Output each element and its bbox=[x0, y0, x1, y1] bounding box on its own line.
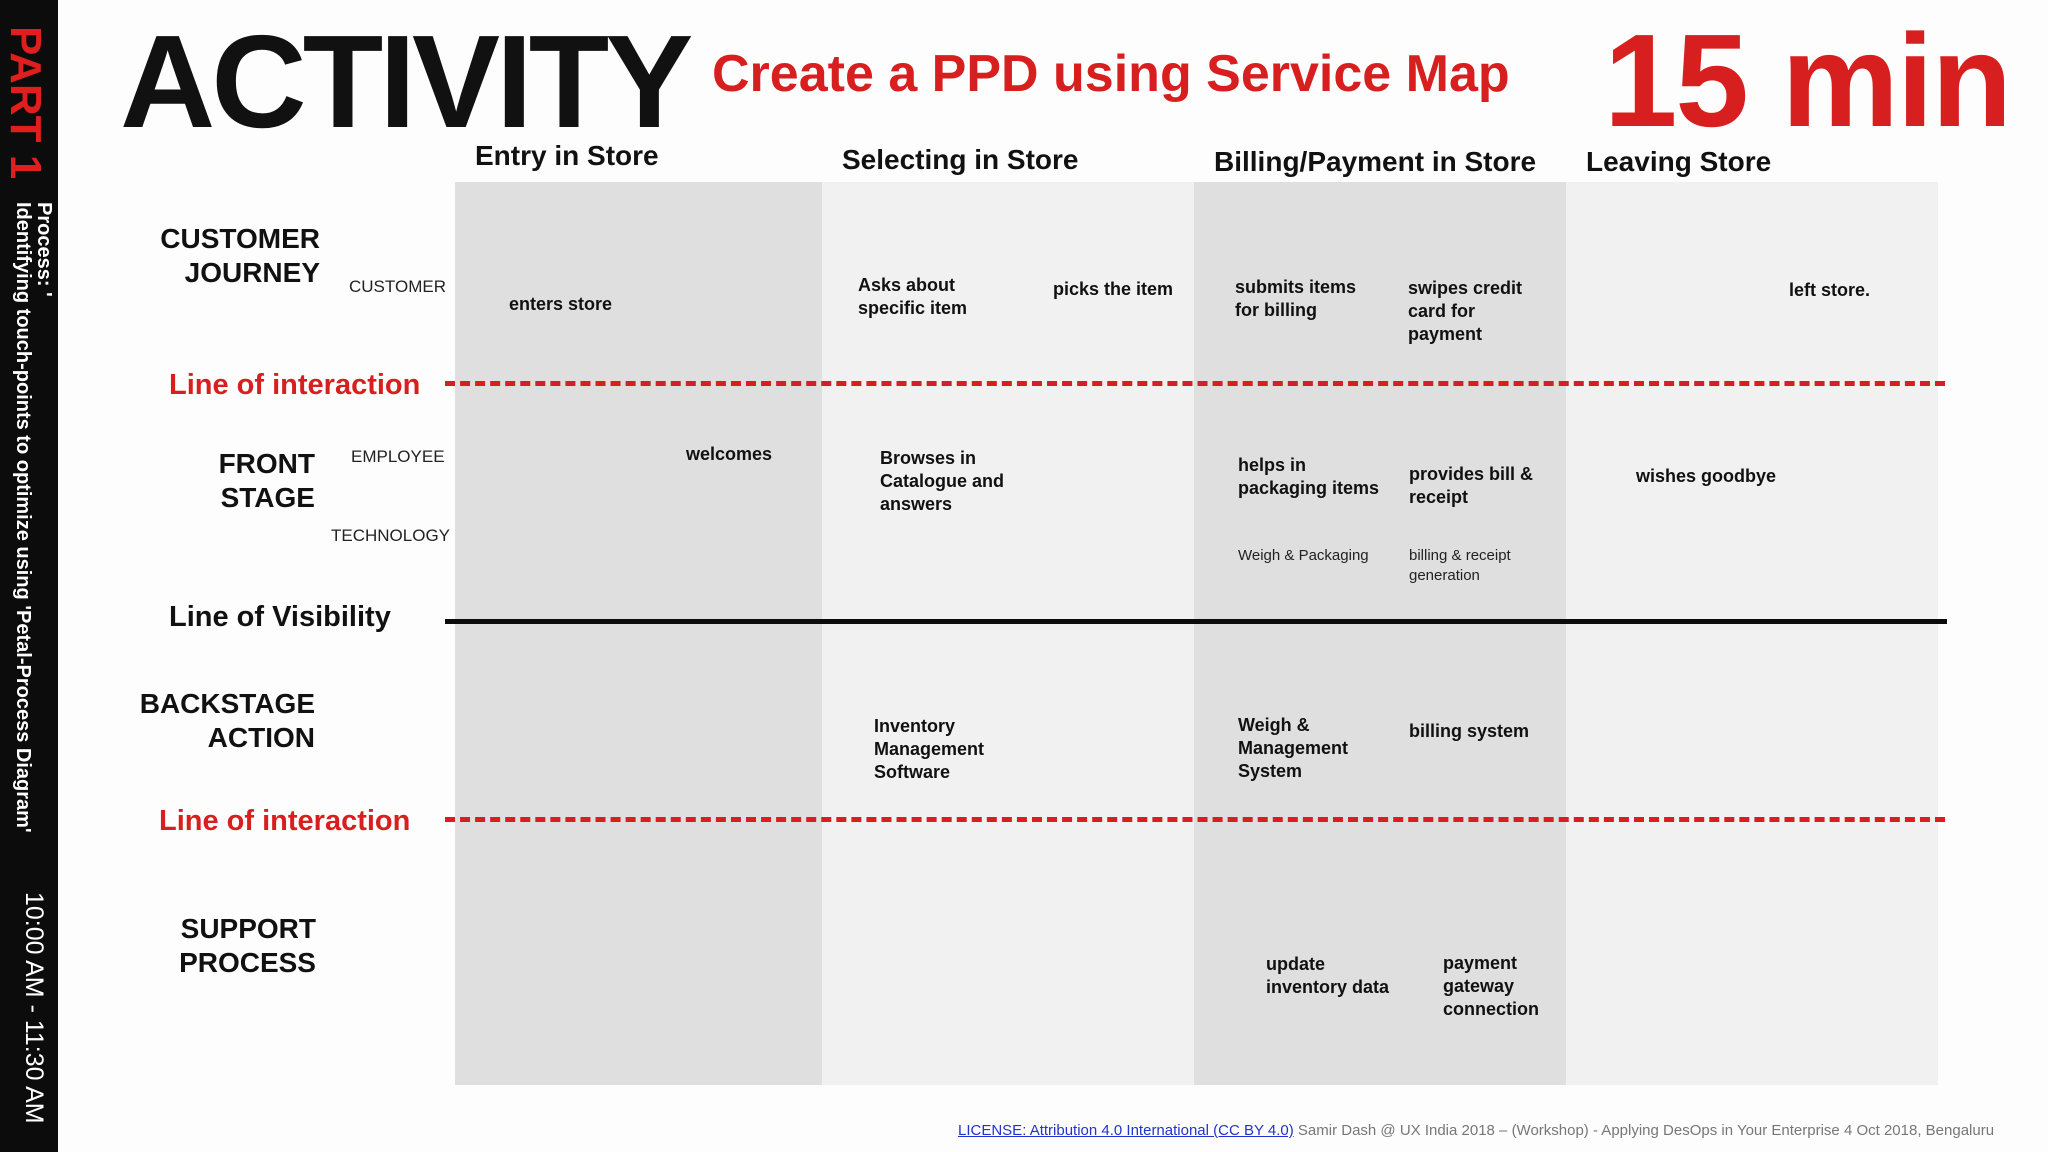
part-label: PART 1 bbox=[1, 26, 50, 180]
license-link[interactable]: LICENSE: Attribution 4.0 International (… bbox=[958, 1122, 1294, 1139]
column-billing-bg bbox=[1194, 182, 1566, 1085]
column-selecting-bg bbox=[822, 182, 1194, 1085]
cell-submits-items: submits items for billing bbox=[1235, 277, 1357, 320]
cell-asks-item: Asks about specific item bbox=[858, 275, 968, 318]
cell-billing-receipt-generation: billing & receipt generation bbox=[1409, 547, 1511, 584]
column-entry-bg bbox=[455, 182, 822, 1085]
row-label-support-process: SUPPORT PROCESS bbox=[179, 913, 316, 978]
cell-weigh-management: Weigh & Management System bbox=[1238, 715, 1349, 781]
cell-swipes-card: swipes credit card for payment bbox=[1408, 278, 1523, 344]
process-label: Process: ' Identifying touch-points to o… bbox=[12, 202, 55, 833]
cell-helps-packaging: helps in packaging items bbox=[1238, 455, 1380, 498]
cell-payment-gateway: payment gateway connection bbox=[1443, 953, 1540, 1019]
line-of-interaction-bottom bbox=[445, 817, 1945, 822]
row-label-customer-journey: CUSTOMER JOURNEY bbox=[160, 223, 320, 288]
cell-weigh-packaging: Weigh & Packaging bbox=[1238, 547, 1369, 564]
cell-picks-item: picks the item bbox=[1053, 279, 1174, 299]
column-leaving-bg bbox=[1566, 182, 1938, 1085]
activity-subtitle: Create a PPD using Service Map bbox=[712, 45, 1510, 103]
cell-billing-system: billing system bbox=[1409, 721, 1530, 741]
actor-technology: TECHNOLOGY bbox=[331, 526, 451, 545]
footer: LICENSE: Attribution 4.0 International (… bbox=[958, 1122, 1994, 1139]
line-of-visibility bbox=[445, 619, 1947, 624]
cell-update-inventory: update inventory data bbox=[1266, 954, 1390, 997]
sidebar-strip bbox=[0, 0, 58, 1152]
line-of-interaction-top-label: Line of interaction bbox=[169, 369, 421, 401]
cell-wishes-goodbye: wishes goodbye bbox=[1636, 466, 1777, 486]
actor-customer: CUSTOMER bbox=[349, 277, 446, 296]
process-label-line1: Process: ' bbox=[33, 202, 55, 297]
cell-left-store: left store. bbox=[1789, 280, 1871, 300]
line-of-interaction-top bbox=[445, 381, 1945, 386]
time-label: 10:00 AM - 11:30 AM bbox=[20, 892, 48, 1124]
activity-duration: 15 min bbox=[1604, 7, 2012, 154]
process-label-line2: Identifying touch-points to optimize usi… bbox=[12, 202, 34, 833]
row-label-backstage-action: BACKSTAGE ACTION bbox=[139, 688, 315, 753]
column-header-leaving: Leaving Store bbox=[1586, 146, 1772, 177]
column-header-entry: Entry in Store bbox=[475, 140, 659, 171]
cell-inventory-software: Inventory Management Software bbox=[874, 716, 985, 782]
cell-provides-bill: provides bill & receipt bbox=[1409, 464, 1534, 507]
line-of-visibility-label: Line of Visibility bbox=[169, 601, 391, 633]
cell-enters-store: enters store bbox=[509, 294, 613, 314]
line-of-interaction-bottom-label: Line of interaction bbox=[159, 805, 411, 837]
cell-browses: Browses in Catalogue and answers bbox=[880, 448, 1005, 514]
footer-credit: Samir Dash @ UX India 2018 – (Workshop) … bbox=[1293, 1122, 1995, 1139]
actor-employee: EMPLOYEE bbox=[351, 447, 445, 466]
activity-title: ACTIVITY bbox=[120, 8, 693, 155]
row-label-front-stage: FRONT STAGE bbox=[218, 448, 315, 513]
column-header-billing: Billing/Payment in Store bbox=[1214, 146, 1537, 177]
cell-welcomes: welcomes bbox=[686, 444, 773, 464]
column-header-selecting: Selecting in Store bbox=[842, 144, 1079, 175]
